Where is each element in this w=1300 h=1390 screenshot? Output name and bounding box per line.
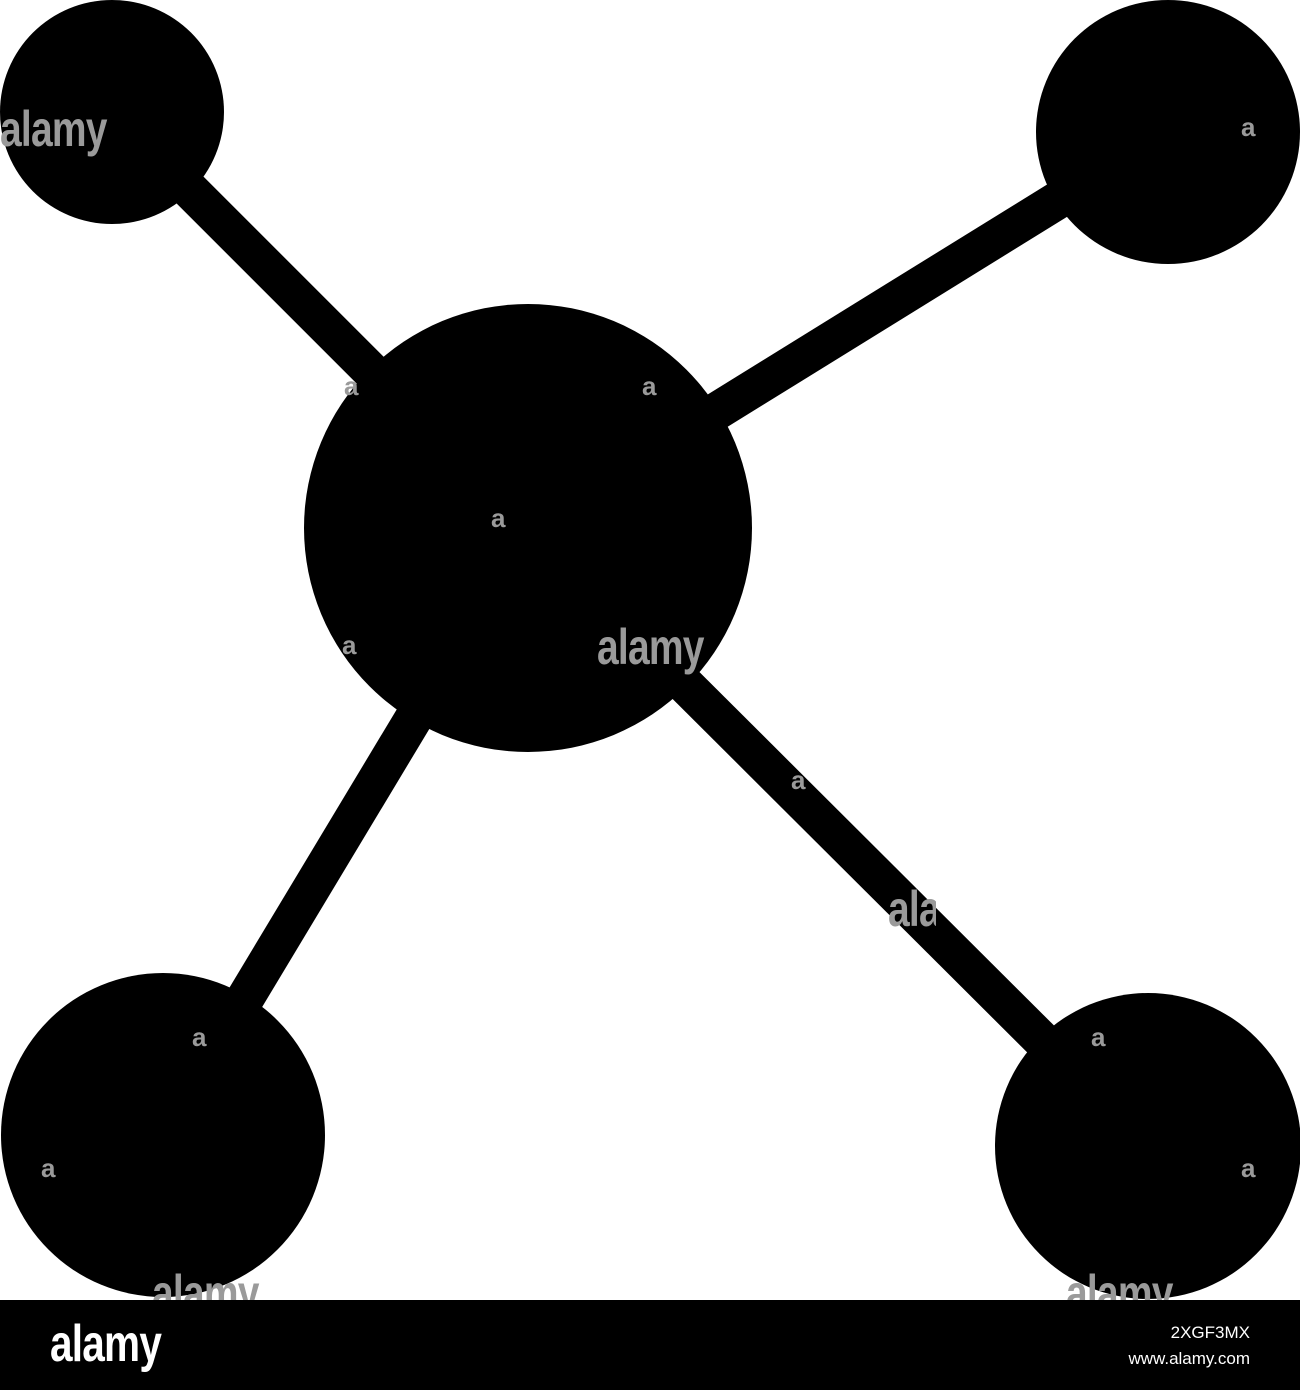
footer-image-info: 2XGF3MX www.alamy.com xyxy=(1128,1320,1250,1372)
watermark-logo: alamy xyxy=(888,881,995,937)
watermark-logo: alamy xyxy=(597,619,704,675)
node-top-right xyxy=(1036,0,1300,264)
node-bottom-right xyxy=(995,993,1300,1299)
node-bottom-left xyxy=(1,973,325,1297)
watermark-fragment: a xyxy=(1241,112,1256,142)
footer-logo: alamy xyxy=(50,1315,162,1373)
watermark-fragment: a xyxy=(791,765,806,795)
watermark-fragment: a xyxy=(192,1022,207,1052)
network-molecule-icon xyxy=(0,0,1300,1299)
center-node xyxy=(304,304,752,752)
watermark-fragment: a xyxy=(41,1153,56,1183)
image-id: 2XGF3MX xyxy=(1170,1323,1250,1342)
footer-bar: alamy 2XGF3MX www.alamy.com xyxy=(0,1300,1300,1390)
node-top-left xyxy=(0,0,224,224)
watermark-fragment: a xyxy=(1241,1153,1256,1183)
watermark-logo: alamy xyxy=(0,101,107,157)
watermark-fragment: a xyxy=(491,503,506,533)
watermark-fragment: a xyxy=(1091,1022,1106,1052)
site-url: www.alamy.com xyxy=(1128,1349,1250,1368)
watermark-fragment: a xyxy=(342,630,357,660)
watermark-fragment: a xyxy=(642,371,657,401)
watermark-fragment: a xyxy=(344,371,359,401)
